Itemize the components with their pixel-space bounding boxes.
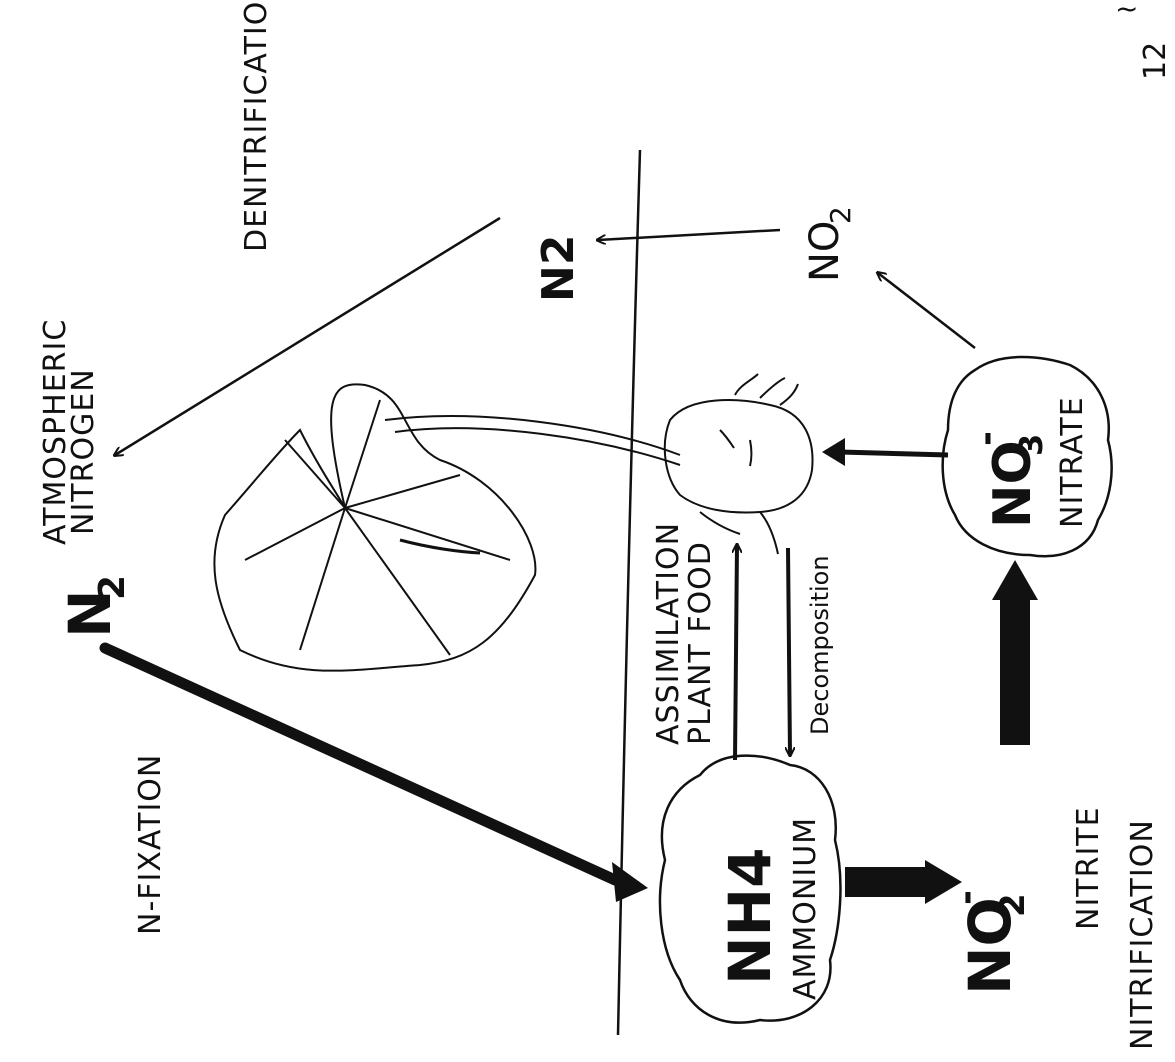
page-number: 12 bbox=[1138, 42, 1173, 80]
nitrate-to-roots-arrowhead bbox=[822, 438, 845, 466]
corner-mark: ~ bbox=[1115, 0, 1138, 25]
leaf-drawing bbox=[213, 383, 537, 672]
nitrification-arrowhead-1 bbox=[925, 860, 962, 904]
nitrite-label: NITRITE bbox=[1071, 806, 1106, 930]
decomposition-arrow bbox=[788, 547, 790, 755]
plant-food-label: PLANT FOOD bbox=[683, 541, 718, 745]
nitrate-cloud bbox=[941, 355, 1113, 558]
nitrate-label: NITRATE bbox=[1055, 396, 1090, 528]
nitrate-subscript: 3 bbox=[1012, 434, 1050, 456]
nitrate-to-roots-arrow bbox=[839, 449, 949, 458]
nitrate-charge: - bbox=[966, 431, 1007, 446]
nitrate-to-no2-arrow bbox=[878, 273, 976, 349]
denitrification-label: DENITRIFICATION bbox=[239, 0, 274, 252]
root-ball bbox=[663, 373, 814, 555]
n2-subscript: 2 bbox=[92, 575, 133, 600]
denitrification-arrow bbox=[115, 216, 501, 455]
no2-gas-label: NO bbox=[802, 221, 848, 282]
n-fixation-label: N-FIXATION bbox=[133, 754, 168, 935]
soil-line bbox=[616, 149, 642, 1036]
n-fixation-arrow bbox=[99, 642, 621, 886]
atmospheric-label: ATMOSPHERIC bbox=[38, 319, 73, 545]
nitrification-arrowhead-2 bbox=[992, 560, 1038, 600]
nitrite-subscript: 2 bbox=[993, 893, 1033, 917]
ammonium-label: AMMONIUM bbox=[788, 817, 823, 1000]
n2-symbol: N bbox=[56, 589, 124, 638]
assimilation-arrow bbox=[735, 545, 737, 761]
nitrification-label: NITRIFICATION bbox=[1125, 819, 1160, 1050]
plant-stem bbox=[384, 415, 681, 466]
nitrogen-label: NITROGEN bbox=[66, 368, 101, 535]
no2-to-n2-arrow bbox=[598, 228, 781, 240]
nitrite-charge: - bbox=[946, 890, 987, 905]
no2-gas-subscript: 2 bbox=[824, 206, 857, 224]
nitrite-formula: NO bbox=[956, 897, 1024, 995]
assimilation-label: ASSIMILATION bbox=[651, 522, 686, 745]
decomposition-label: Decomposition bbox=[806, 555, 834, 735]
ammonium-cloud bbox=[658, 754, 842, 1024]
n2-gas-label: N2 bbox=[533, 235, 584, 302]
nitrate-formula: NO bbox=[983, 440, 1043, 528]
nh4-formula: NH4 bbox=[716, 848, 784, 985]
n-fixation-arrowhead bbox=[612, 862, 648, 902]
